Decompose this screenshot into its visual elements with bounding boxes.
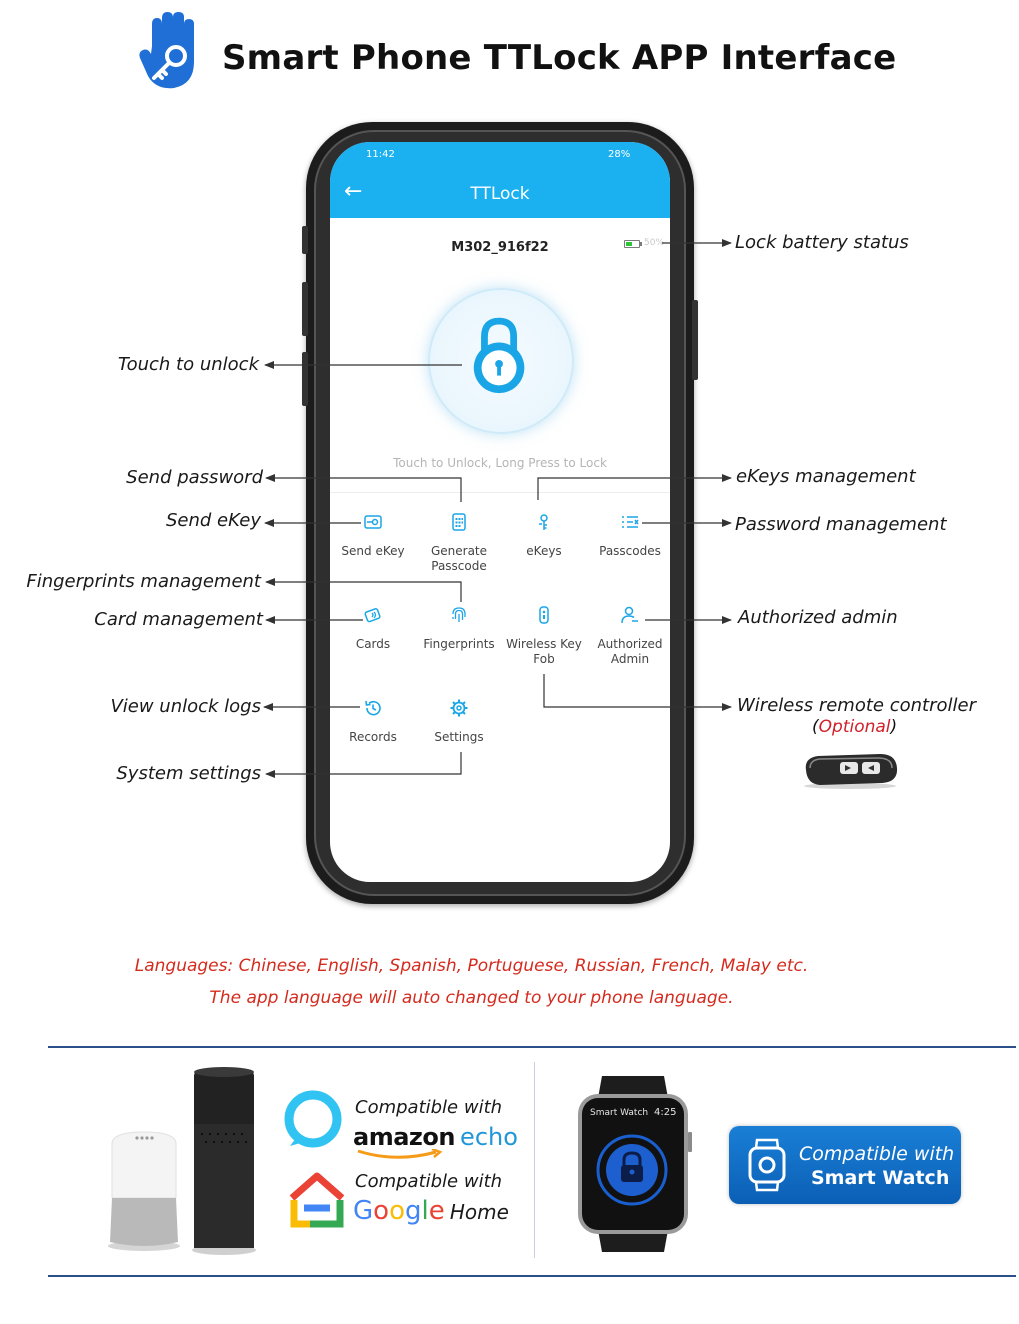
callout-lines (263, 239, 732, 778)
status-battery: 28% (608, 149, 631, 160)
menu-label: Wireless Key Fob (506, 637, 582, 666)
keypad-icon (452, 513, 466, 531)
menu-label: Send eKey (341, 544, 405, 558)
watch-icon (748, 1138, 786, 1192)
app-title: TTLock (470, 184, 530, 204)
phone-screen: 11:42 28% ← TTLock M302_916f22 50% Touch… (330, 142, 670, 882)
menu-label: Records (349, 730, 397, 744)
unlock-hint: Touch to Unlock, Long Press to Lock (393, 456, 607, 470)
label-authorized-admin: Authorized admin (738, 607, 898, 628)
send-ekey-icon (364, 515, 382, 529)
google-home-icon (289, 1172, 345, 1228)
label-lock-battery-status: Lock battery status (735, 232, 909, 253)
menu-label: Authorized Admin (597, 637, 663, 666)
amazon-compatible-label: Compatible with (355, 1097, 503, 1118)
card-icon (364, 608, 381, 623)
label-send-password: Send password (126, 467, 263, 488)
lock-battery-percent: 50% (644, 238, 665, 248)
phone-side-button (692, 300, 698, 380)
label-password-management: Password management (735, 514, 947, 535)
gear-icon (450, 699, 468, 717)
languages-note: The app language will auto changed to yo… (209, 988, 734, 1008)
fingerprint-icon (452, 607, 466, 622)
menu-label: Passcodes (599, 544, 661, 558)
menu-records[interactable]: Records (330, 698, 416, 745)
smart-watch-badge-line1: Compatible with (799, 1143, 955, 1165)
lock-battery-tip (640, 242, 642, 246)
google-wordmark: Google (353, 1196, 445, 1226)
label-ekeys-management: eKeys management (736, 466, 916, 487)
google-compatible-label: Compatible with (355, 1171, 503, 1192)
label-card-management: Card management (94, 609, 263, 630)
watch-screen-time: 4:25 (654, 1107, 677, 1118)
languages-line: Languages: Chinese, English, Spanish, Po… (134, 956, 809, 976)
admin-icon (621, 606, 638, 624)
optional-text: Optional (818, 717, 891, 737)
menu-wireless-key-fob[interactable]: Wireless Key Fob (501, 605, 587, 667)
hand-key-logo-icon (139, 12, 194, 89)
phone-side-button (302, 352, 308, 406)
menu-label: eKeys (526, 544, 562, 558)
lock-battery-icon (624, 240, 640, 248)
status-bar: 11:42 28% (330, 142, 670, 168)
amazon-smile-icon (357, 1149, 443, 1159)
menu-label: Settings (434, 730, 484, 744)
phone-side-button (302, 226, 308, 254)
menu-cards[interactable]: Cards (330, 605, 416, 652)
app-bar: ← TTLock (330, 168, 670, 218)
bottom-rule (48, 1275, 1016, 1277)
amazon-echo-logo: amazon echo (353, 1123, 518, 1151)
menu-fingerprints[interactable]: Fingerprints (416, 605, 502, 652)
label-fingerprints-management: Fingerprints management (26, 571, 261, 592)
amazon-wordmark: amazon (353, 1123, 455, 1151)
phone-side-button (302, 282, 308, 336)
label-touch-to-unlock: Touch to unlock (117, 354, 259, 375)
label-view-unlock-logs: View unlock logs (110, 696, 261, 717)
menu-authorized-admin[interactable]: Authorized Admin (587, 605, 670, 667)
menu-ekeys[interactable]: eKeys (501, 512, 587, 559)
status-time: 11:42 (366, 149, 395, 160)
divider (330, 492, 670, 493)
padlock-icon (473, 317, 525, 394)
ekeys-icon (539, 514, 548, 530)
label-optional: (Optional) (812, 717, 898, 737)
smart-watch-badge-line2: Smart Watch (811, 1167, 950, 1189)
menu-settings[interactable]: Settings (416, 698, 502, 745)
menu-label: Cards (355, 637, 391, 651)
menu-passcodes[interactable]: Passcodes (587, 512, 670, 559)
top-rule (48, 1046, 1016, 1048)
key-fob-icon (539, 606, 549, 624)
amazon-echo-speaker-image (192, 1067, 256, 1255)
menu-label: Fingerprints (423, 637, 495, 651)
passcode-list-icon (622, 516, 639, 528)
label-send-ekey: Send eKey (165, 510, 261, 531)
page-title: Smart Phone TTLock APP Interface (222, 38, 897, 78)
history-icon (365, 700, 381, 716)
remote-key-fob-image (804, 754, 898, 789)
label-wireless-remote-controller: Wireless remote controller (737, 695, 976, 716)
home-wordmark: Home (449, 1200, 509, 1224)
lock-name: M302_916f22 (451, 240, 549, 255)
watch-screen-label: Smart Watch (590, 1108, 649, 1118)
back-arrow-icon[interactable]: ← (344, 179, 363, 204)
menu-send-ekey[interactable]: Send eKey (330, 512, 416, 559)
smart-watch-badge: Compatible with Smart Watch (729, 1126, 961, 1204)
menu-label: Generate Passcode (430, 544, 488, 573)
alexa-icon (284, 1090, 342, 1148)
menu-generate-passcode[interactable]: Generate Passcode (416, 512, 502, 574)
vertical-separator (534, 1062, 535, 1258)
smart-watch-image (578, 1076, 692, 1252)
google-home-logo: Google Home (353, 1196, 509, 1226)
unlock-button[interactable] (428, 288, 574, 434)
google-home-speaker-image (108, 1131, 180, 1251)
echo-wordmark: echo (460, 1123, 518, 1151)
label-system-settings: System settings (116, 763, 261, 784)
